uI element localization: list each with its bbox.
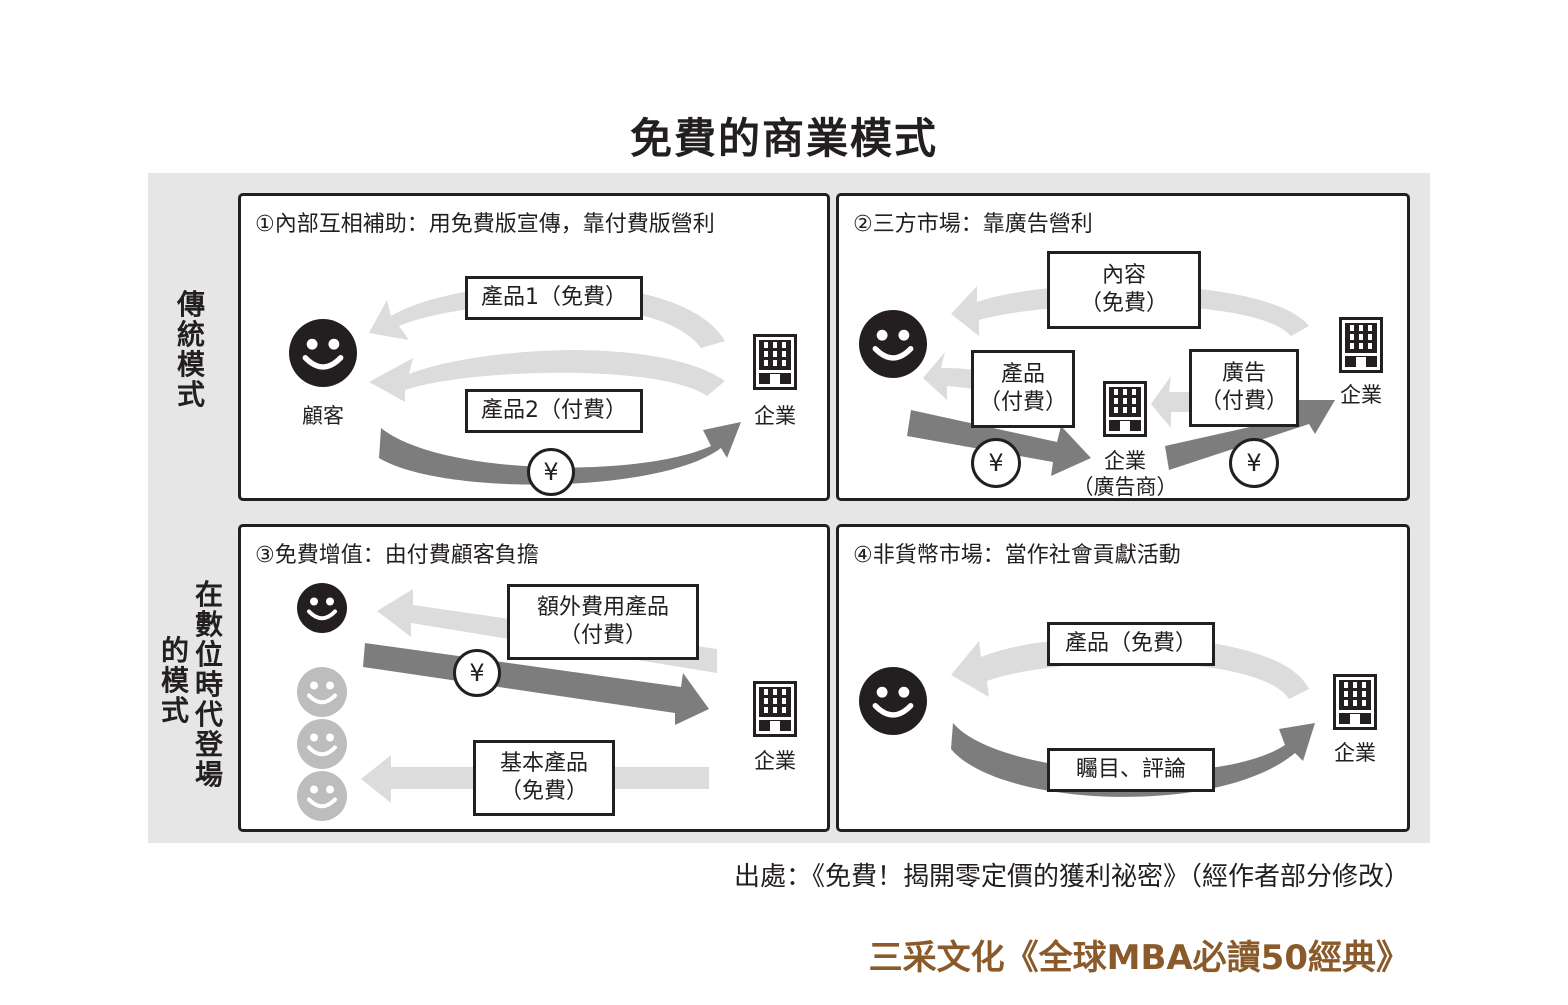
- free-customer-smile-icon: [297, 667, 347, 717]
- arrow-paid-product: [369, 350, 725, 402]
- attention-review-box: 矚目、評論: [1047, 748, 1215, 792]
- customer-label: 顧客: [302, 404, 344, 428]
- basic-product-box: 基本產品 （免費）: [473, 740, 615, 816]
- yen-icon: ¥: [527, 448, 575, 496]
- company-building-icon: [1333, 674, 1377, 730]
- publisher-credit: 三采文化《全球MBA必讀50經典》: [868, 938, 1410, 978]
- panel-internal-subsidy: ①內部互相補助：用免費版宣傳，靠付費版營利 顧客 企業 產品1（免費） 產品2（…: [238, 193, 830, 501]
- free-product-box: 產品（免費）: [1047, 622, 1215, 666]
- ad-box-line1: 廣告: [1221, 361, 1266, 386]
- content-box-line1: 內容: [1101, 263, 1146, 288]
- ad-box-line2: （付費）: [1199, 389, 1288, 414]
- arrow-ad: [1151, 376, 1195, 428]
- extra-product-line1: 額外費用產品: [536, 595, 669, 620]
- company-building-icon: [1339, 317, 1383, 373]
- yen-icon-right: ¥: [1229, 438, 1279, 488]
- panel-non-monetary-market: ④非貨幣市場：當作社會貢獻活動 企業 產品（免費） 矚目、評論: [836, 524, 1410, 832]
- paying-customer-smile-icon: [297, 583, 347, 633]
- arrow-attention: [951, 723, 1315, 797]
- source-citation: 出處：《免費！揭開零定價的獲利祕密》（經作者部分修改）: [733, 862, 1410, 892]
- diagram-title: 免費的商業模式: [629, 114, 938, 163]
- yen-icon-left: ¥: [971, 438, 1021, 488]
- free-product-box: 產品1（免費）: [465, 276, 643, 320]
- arrow-money: [379, 422, 741, 485]
- row-label-digital-col1: 在數位時代登場: [194, 578, 223, 791]
- paid-product-box: 產品2（付費）: [465, 389, 643, 433]
- free-customer-smile-icon: [297, 719, 347, 769]
- company-label: 企業: [1334, 741, 1376, 765]
- free-customer-smile-icon: [297, 771, 347, 821]
- row-label-digital-col2: 的模式: [160, 634, 189, 727]
- arrow-content: [951, 284, 1309, 336]
- arrow-free-product: [951, 636, 1309, 699]
- advertiser-label-line2: （廣告商）: [1072, 475, 1178, 499]
- panel-three-party-market: ②三方市場：靠廣告營利 企業 企業 （廣告商） 內容 （免費） 產品 （付費） …: [836, 193, 1410, 501]
- panel-title: ②三方市場：靠廣告營利: [853, 212, 1093, 237]
- panel-freemium: ③免費增值：由付費顧客負擔 企業 額外費用產品 （付費） 基本產品 （免費） ¥: [238, 524, 830, 832]
- advertiser-label-line1: 企業: [1104, 449, 1146, 473]
- panel-arrows: [951, 636, 1315, 797]
- content-box: 內容 （免費）: [1047, 251, 1201, 329]
- customer-smile-icon: [859, 310, 927, 378]
- panel-title: ③免費增值：由付費顧客負擔: [255, 543, 539, 568]
- yen-icon: ¥: [453, 649, 501, 697]
- company-building-icon: [753, 334, 797, 390]
- content-box-line2: （免費）: [1079, 291, 1168, 316]
- extra-product-line2: （付費）: [558, 623, 647, 648]
- company-label: 企業: [754, 749, 796, 773]
- advertiser-building-icon: [1103, 381, 1147, 437]
- basic-product-line1: 基本產品: [499, 751, 588, 776]
- company-building-icon: [753, 681, 797, 737]
- product-box-line2: （付費）: [978, 390, 1067, 415]
- panel-title: ④非貨幣市場：當作社會貢獻活動: [853, 543, 1181, 568]
- product-box: 產品 （付費）: [971, 350, 1075, 428]
- ad-box: 廣告 （付費）: [1189, 349, 1299, 427]
- row-label-traditional-text: 傳統模式: [176, 288, 205, 411]
- product-box-line1: 產品: [1000, 362, 1045, 387]
- company-label: 企業: [1340, 383, 1382, 407]
- basic-product-line2: （免費）: [499, 779, 588, 804]
- arrow-money: [363, 643, 709, 725]
- extra-product-box: 額外費用產品 （付費）: [507, 584, 699, 660]
- company-label: 企業: [754, 404, 796, 428]
- customer-smile-icon: [289, 319, 357, 387]
- customer-smile-icon: [859, 667, 927, 735]
- panel-title: ①內部互相補助：用免費版宣傳，靠付費版營利: [255, 212, 715, 237]
